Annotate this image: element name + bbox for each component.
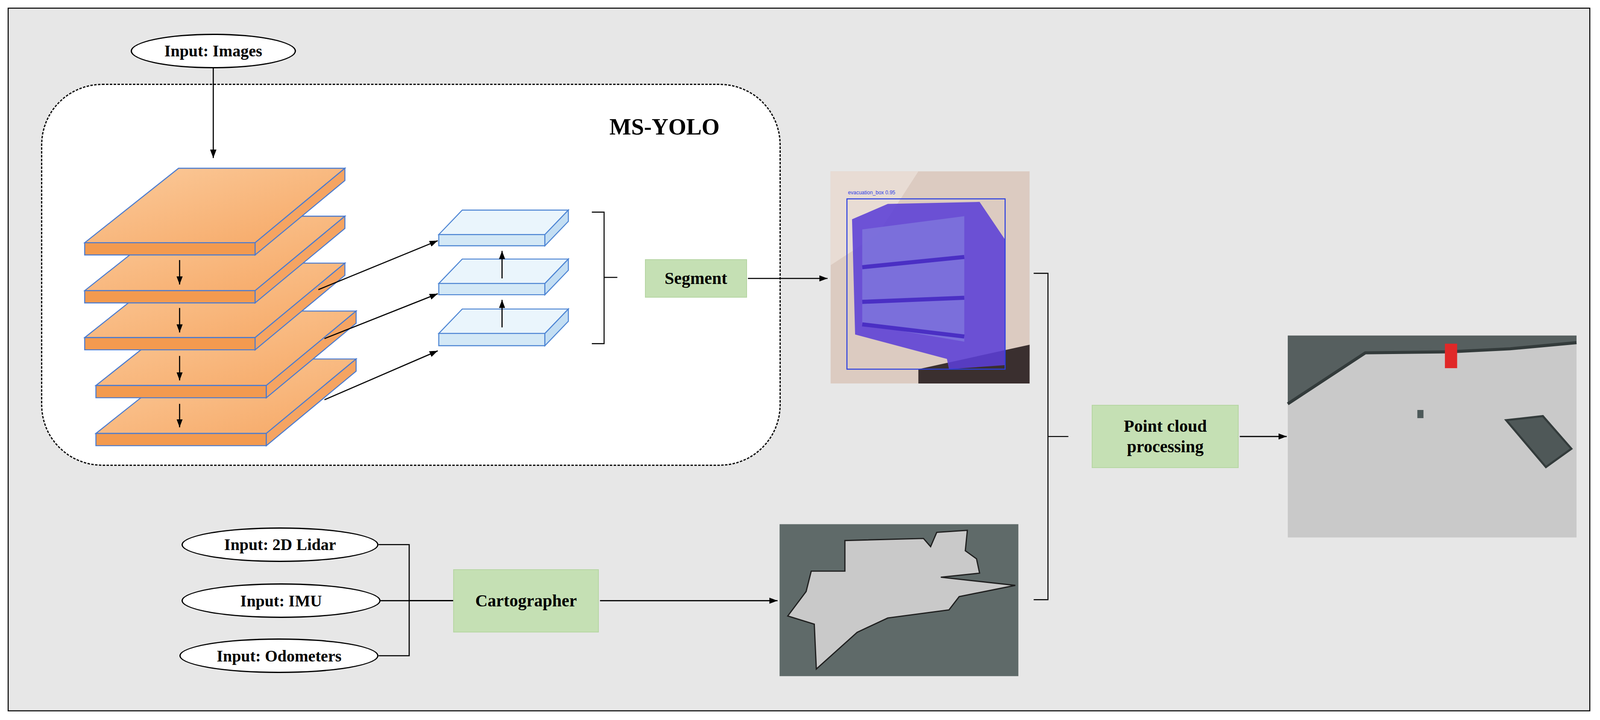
result-map (1506, 416, 1572, 467)
segmentation-mask (852, 202, 1006, 370)
process-box: Cartographer (453, 569, 600, 633)
input-ellipse: Input: Odometers (179, 638, 379, 674)
node-label: Point cloud processing (1101, 416, 1229, 458)
node-label: Input: 2D Lidar (224, 535, 337, 554)
occupancy-map (779, 524, 1019, 677)
bounding-box (846, 199, 1006, 370)
model-group: MS-YOLO Segment (41, 83, 781, 467)
node-label: Input: IMU (240, 591, 323, 611)
node-label: Input: Odometers (216, 646, 342, 666)
robot-marker (1417, 410, 1424, 419)
node-label: Segment (664, 268, 728, 289)
segmentation-image (918, 344, 1030, 384)
segmentation-mask (862, 324, 965, 337)
process-box: Point cloud processing (1091, 404, 1239, 469)
outer-frame (8, 8, 1590, 711)
node-label: Cartographer (475, 590, 578, 612)
input-ellipse: Input: Images (130, 33, 296, 69)
bracket (1033, 273, 1048, 600)
segmentation-mask (862, 257, 965, 268)
connector (378, 600, 453, 657)
input-ellipse: Input: 2D Lidar (181, 527, 379, 563)
flow-arrow (600, 600, 778, 602)
occupancy-map (787, 530, 1016, 670)
node-label: Input: Images (164, 41, 263, 61)
result-map (1287, 342, 1577, 404)
segmentation-image (830, 171, 919, 266)
segmentation-mask (862, 297, 965, 302)
result-map (1287, 335, 1577, 405)
segmentation-mask (862, 216, 965, 342)
flow-arrow (1239, 436, 1287, 438)
result-map (1287, 335, 1577, 538)
connector (380, 600, 454, 602)
input-ellipse: Input: IMU (181, 583, 381, 619)
process-box: Segment (644, 259, 748, 299)
segmentation-image (830, 171, 1030, 384)
detected-object (1444, 343, 1458, 369)
group-heading: MS-YOLO (609, 113, 720, 141)
connector (378, 544, 453, 601)
detection-label: evacuation_box 0.95 (847, 189, 896, 196)
bracket (1048, 436, 1069, 437)
